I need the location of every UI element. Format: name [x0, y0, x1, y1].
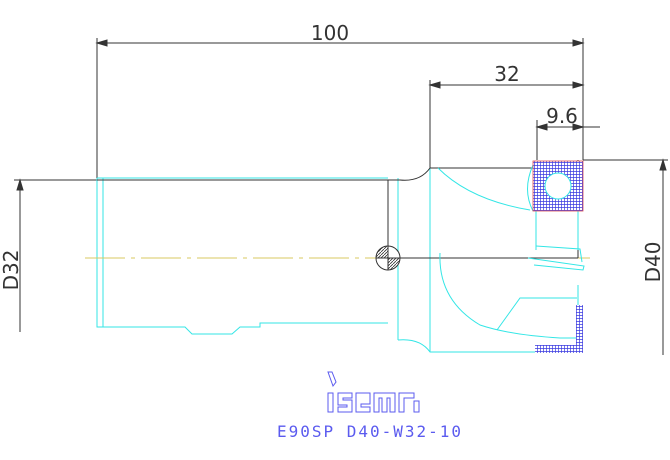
dimension-head-length: [428, 80, 585, 168]
dimension-overall-length: [95, 38, 585, 180]
d32-label: D32: [0, 250, 23, 291]
center-mark-icon: [375, 245, 401, 271]
dimension-32-label: 32: [494, 62, 519, 86]
shank-outline: [96, 168, 535, 353]
dimension-cutting-diameter: [583, 158, 668, 355]
bottom-insert: [535, 305, 583, 353]
d40-label: D40: [641, 242, 665, 283]
iscar-logo: [327, 371, 420, 413]
top-insert: [532, 160, 584, 212]
model-code: E90SP D40-W32-10: [277, 422, 463, 441]
dimension-9-6-label: 9.6: [546, 104, 578, 128]
dimension-shank-diameter: [14, 178, 97, 332]
holder-outline: [97, 160, 583, 259]
dimension-insert-width: [535, 120, 600, 160]
dimension-100-label: 100: [311, 21, 349, 45]
